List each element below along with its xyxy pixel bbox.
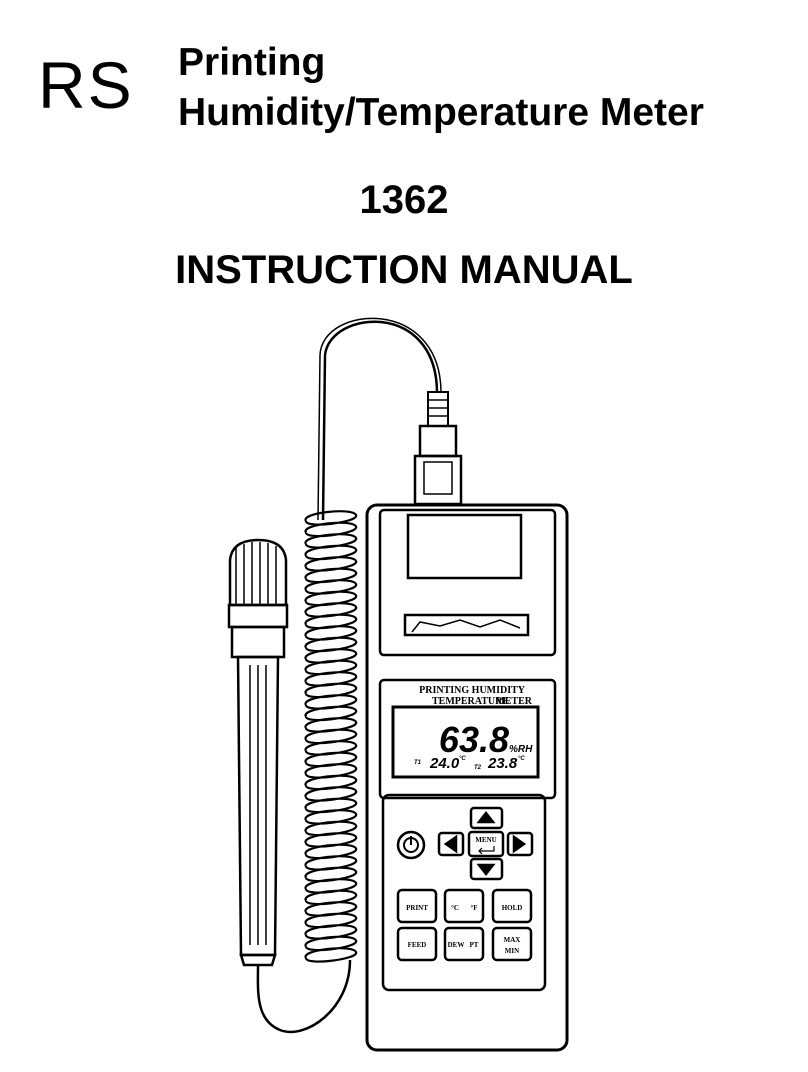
humidity-reading: 63.8 bbox=[439, 719, 509, 760]
t2-reading: 23.8 bbox=[487, 755, 518, 772]
max-min-button[interactable]: MAX MIN bbox=[491, 926, 533, 962]
max-key-label: MAX bbox=[504, 936, 521, 944]
usb-connector bbox=[413, 391, 463, 506]
document-title: Printing Humidity/Temperature Meter bbox=[178, 38, 704, 138]
dew-pt-button[interactable]: DEW PT bbox=[443, 926, 485, 962]
document-type: INSTRUCTION MANUAL bbox=[175, 248, 633, 292]
device-label-temperature: TEMPERATURE bbox=[432, 696, 509, 707]
print-key-label: PRINT bbox=[406, 904, 428, 912]
title-line-1: Printing bbox=[178, 41, 326, 84]
t2-label: T2 bbox=[474, 765, 482, 771]
pt-key-label: PT bbox=[470, 941, 479, 949]
brand-logo: RS bbox=[38, 48, 134, 122]
probe-cable-lower bbox=[256, 959, 352, 1034]
t1-reading: 24.0 bbox=[429, 755, 460, 772]
power-button[interactable] bbox=[396, 830, 426, 860]
t2-unit: °C bbox=[518, 756, 525, 762]
humidity-probe bbox=[227, 538, 289, 967]
print-button[interactable]: PRINT bbox=[396, 888, 438, 924]
device-label-meter: METER bbox=[495, 696, 532, 707]
t1-label: T1 bbox=[414, 760, 422, 766]
menu-enter-button[interactable]: MENU bbox=[467, 830, 505, 858]
fahrenheit-key-label: °F bbox=[470, 904, 477, 912]
feed-key-label: FEED bbox=[408, 941, 427, 949]
lcd-display: 63.8 %RH T1 24.0 °C T2 23.8 °C bbox=[414, 719, 533, 772]
title-line-2: Humidity/Temperature Meter bbox=[178, 91, 704, 134]
humidity-unit: %RH bbox=[509, 744, 533, 755]
hold-key-label: HOLD bbox=[502, 904, 523, 912]
device-label-line1: PRINTING HUMIDITY bbox=[419, 685, 526, 696]
left-arrow-button[interactable] bbox=[437, 831, 465, 857]
enter-icon bbox=[478, 846, 495, 855]
min-key-label: MIN bbox=[505, 947, 519, 955]
down-arrow-button[interactable] bbox=[469, 857, 504, 881]
feed-button[interactable]: FEED bbox=[396, 926, 438, 962]
hold-button[interactable]: HOLD bbox=[491, 888, 533, 924]
probe-cable bbox=[321, 320, 439, 521]
dew-key-label: DEW bbox=[448, 941, 465, 949]
unit-toggle-button[interactable]: °C °F bbox=[443, 888, 485, 924]
up-arrow-button[interactable] bbox=[469, 806, 504, 830]
coiled-cable bbox=[304, 510, 358, 963]
t1-unit: °C bbox=[459, 756, 466, 762]
meter-body bbox=[365, 503, 569, 1052]
model-number: 1362 bbox=[359, 178, 449, 222]
right-arrow-button[interactable] bbox=[506, 831, 534, 857]
menu-key-label: MENU bbox=[475, 836, 496, 844]
celsius-key-label: °C bbox=[451, 904, 459, 912]
